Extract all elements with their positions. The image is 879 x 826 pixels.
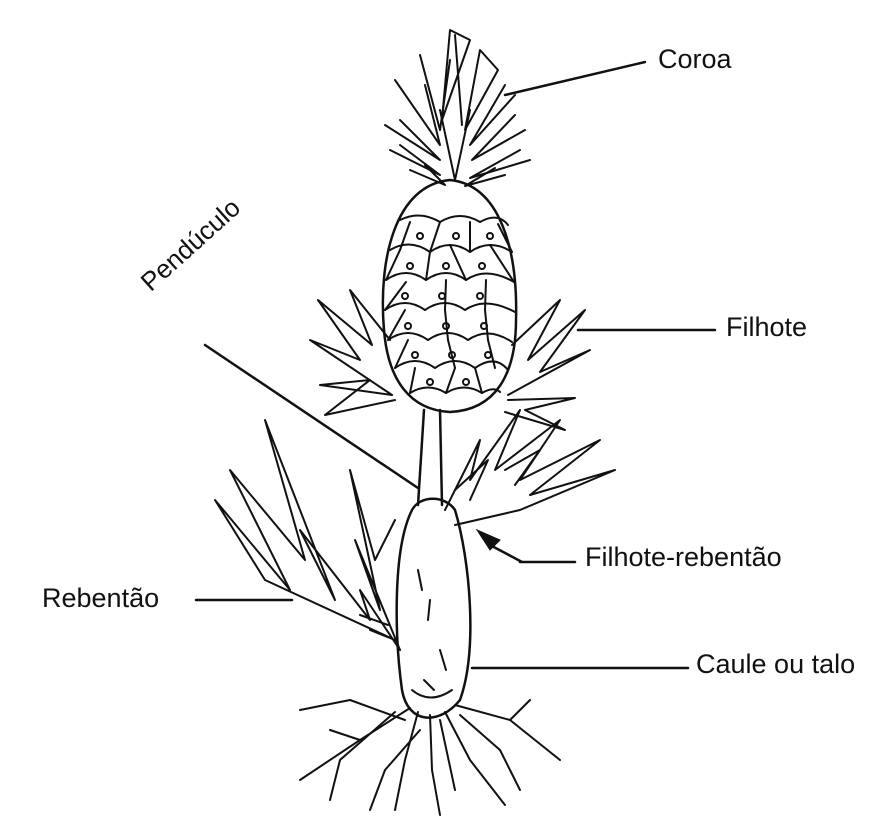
roots-drawing [300,700,560,815]
leader-coroa [505,62,645,95]
label-caule: Caule ou talo [696,651,855,678]
sucker-drawing [215,420,400,650]
leader-lines [196,62,715,668]
crown-drawing [385,30,530,186]
label-coroa: Coroa [658,46,732,73]
label-filhote: Filhote [726,314,807,341]
arrow-shaft [490,545,522,562]
slip-sucker-drawing [445,410,615,525]
label-rebentao: Rebentão [42,585,159,612]
arrowhead [477,530,500,550]
fruit-drawing [383,180,516,412]
peduncle-drawing [418,410,442,505]
leader-penduculo [205,345,418,488]
slips-drawing [310,290,590,430]
label-filhote-rebentao: Filhote-rebentão [585,544,782,571]
stem-drawing [397,499,471,718]
